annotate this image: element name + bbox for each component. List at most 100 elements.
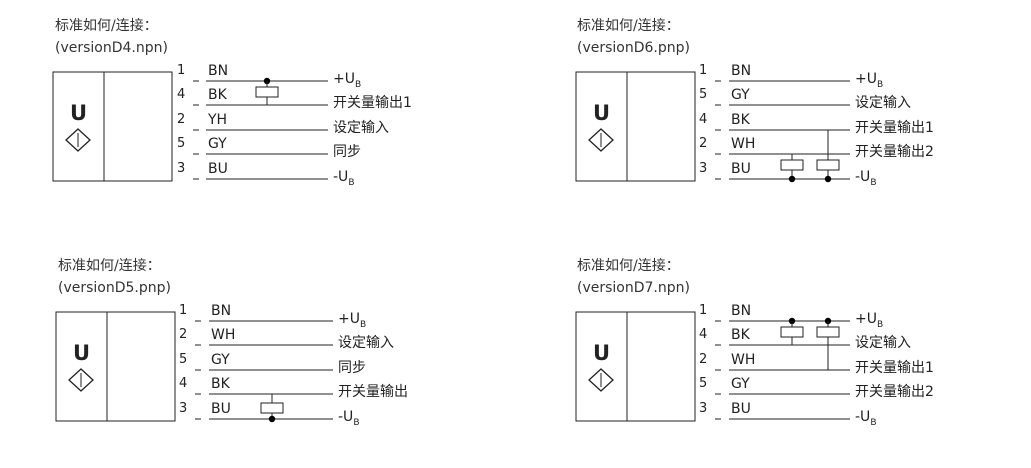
function-label: 设定输入 xyxy=(855,95,911,111)
function-label: 开关量输出1 xyxy=(333,95,412,111)
load-resistor xyxy=(260,402,284,414)
load-resistor xyxy=(780,159,804,171)
function-label: -UB xyxy=(338,409,360,428)
caption-title: 标准如何/连接： xyxy=(58,258,161,274)
function-label-text: +U xyxy=(338,311,360,327)
caption-d6: 标准如何/连接： (versionD6.pnp) xyxy=(577,15,690,59)
pin-row: 2 YH xyxy=(177,112,328,131)
pin-number: 3 xyxy=(179,401,187,416)
pin-number: 4 xyxy=(699,112,707,127)
sensor-symbol: U xyxy=(593,341,610,365)
diamond-icon xyxy=(68,368,94,392)
function-label-subscript: B xyxy=(360,320,366,330)
pin-row: 1 BN xyxy=(699,63,850,82)
function-label-text: -U xyxy=(855,409,870,425)
function-label: 开关量输出1 xyxy=(855,120,934,136)
function-label-subscript: B xyxy=(348,178,354,188)
pin-number: 1 xyxy=(699,303,707,318)
wire-color-label: BU xyxy=(208,161,228,177)
function-label: 设定输入 xyxy=(333,120,389,136)
function-label: 设定输入 xyxy=(855,335,911,351)
wire-color-label: BU xyxy=(211,401,231,417)
function-label: -UB xyxy=(855,169,877,188)
function-label: 开关量输出2 xyxy=(855,144,934,160)
function-label-text: 设定输入 xyxy=(855,335,911,351)
function-label-subscript: B xyxy=(355,80,361,90)
pin-number: 2 xyxy=(699,136,707,151)
pin-row: 4 BK xyxy=(699,112,850,131)
pin-number: 4 xyxy=(699,327,707,342)
junction-dot xyxy=(788,175,796,183)
load-resistor xyxy=(780,326,804,338)
function-label: 开关量输出1 xyxy=(855,360,934,376)
wire-color-label: YH xyxy=(207,112,227,128)
function-label: +UB xyxy=(333,71,361,90)
sensor-symbol: U xyxy=(593,101,610,125)
pin-number: 3 xyxy=(699,161,707,176)
wire-color-label: BK xyxy=(731,327,751,343)
function-label-text: 设定输入 xyxy=(855,95,911,111)
wire-color-label: GY xyxy=(208,136,227,152)
pin-number: 3 xyxy=(177,161,185,176)
wire-color-label: BU xyxy=(731,161,751,177)
function-label-text: 设定输入 xyxy=(333,120,389,136)
sensor-body xyxy=(575,311,696,422)
function-label-text: -U xyxy=(338,409,353,425)
pin-row: 3 BU xyxy=(179,401,333,420)
caption-version: (versionD6.pnp) xyxy=(577,40,690,56)
function-label-text: 设定输入 xyxy=(338,335,394,351)
function-label-text: +U xyxy=(855,71,877,87)
function-label: 开关量输出 xyxy=(338,384,408,400)
wire-color-label: GY xyxy=(731,87,750,103)
function-label-text: -U xyxy=(333,169,348,185)
diamond-icon xyxy=(588,128,614,152)
sensor-body xyxy=(575,71,696,182)
function-label: +UB xyxy=(855,311,883,330)
wire-color-label: BK xyxy=(731,112,751,128)
wire-color-label: BN xyxy=(731,303,751,319)
function-label-text: 开关量输出1 xyxy=(855,120,934,136)
pin-number: 5 xyxy=(699,87,707,102)
caption-version: (versionD5.pnp) xyxy=(58,280,171,296)
pin-number: 1 xyxy=(177,63,185,78)
function-label-text: 开关量输出2 xyxy=(855,384,934,400)
wire-color-label: BK xyxy=(211,376,231,392)
function-label: 同步 xyxy=(333,144,361,160)
function-label: 设定输入 xyxy=(338,335,394,351)
pin-number: 2 xyxy=(179,327,187,342)
caption-d7: 标准如何/连接： (versionD7.npn) xyxy=(577,255,690,299)
wire-color-label: BU xyxy=(731,401,751,417)
function-label: +UB xyxy=(338,311,366,330)
pin-number: 1 xyxy=(699,63,707,78)
function-label-text: 同步 xyxy=(338,360,366,376)
load-resistor xyxy=(255,86,279,98)
function-label-subscript: B xyxy=(877,320,883,330)
function-label: -UB xyxy=(855,409,877,428)
function-label: 同步 xyxy=(338,360,366,376)
function-label: +UB xyxy=(855,71,883,90)
function-label-subscript: B xyxy=(353,418,359,428)
function-label-text: 开关量输出 xyxy=(338,384,408,400)
wire-color-label: WH xyxy=(731,136,755,152)
sensor-symbol: U xyxy=(73,341,90,365)
caption-d4: 标准如何/连接： (versionD4.npn) xyxy=(55,15,168,59)
wire-color-label: BN xyxy=(731,63,751,79)
pin-row: 5 GY xyxy=(699,87,850,106)
pin-number: 5 xyxy=(699,376,707,391)
function-label-text: 开关量输出2 xyxy=(855,144,934,160)
pin-number: 4 xyxy=(177,87,185,102)
pin-number: 2 xyxy=(177,112,185,127)
